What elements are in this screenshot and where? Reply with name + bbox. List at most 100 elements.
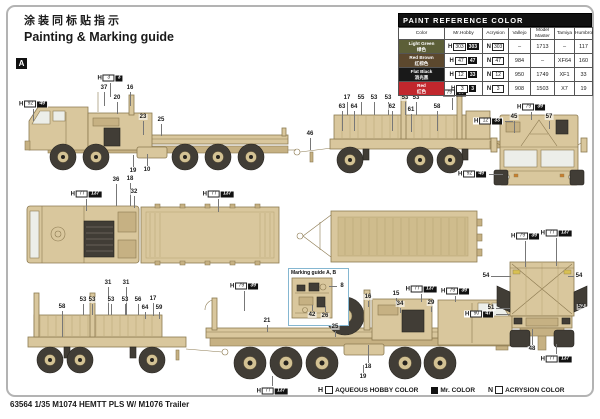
leader-line: [161, 124, 162, 136]
leader-line: [244, 291, 245, 311]
leader-line: [392, 111, 393, 131]
part-number-callout: 17: [342, 95, 352, 101]
page-title: Painting & Marking guide: [24, 30, 175, 44]
part-number-callout: 25: [330, 324, 340, 330]
legend-h-prefix: H: [318, 386, 324, 394]
leader-line: [400, 308, 401, 313]
part-number-callout: 53: [78, 297, 88, 303]
cab-front-view: [490, 114, 588, 186]
acrysion-box-icon: [495, 386, 504, 394]
leader-line: [525, 241, 526, 267]
leader-line: [556, 344, 557, 354]
leader-line: [342, 111, 343, 131]
part-number-callout: 17: [148, 296, 158, 302]
leader-line: [437, 111, 438, 131]
part-number-callout: 53: [120, 297, 130, 303]
leader-line: [405, 102, 406, 115]
part-number-callout: 63: [337, 104, 347, 110]
leader-line: [496, 314, 510, 315]
part-number-callout: 31: [121, 280, 131, 286]
part-number-callout: 34: [395, 301, 405, 307]
leader-line: [110, 83, 111, 97]
leader-line: [116, 184, 117, 206]
part-number-callout: 20: [112, 95, 122, 101]
leader-line: [147, 154, 148, 166]
title-block: 涂装同标贴指示 Painting & Marking guide: [24, 12, 174, 44]
part-number-callout: 46: [305, 131, 315, 137]
table-cell: 117: [574, 39, 593, 54]
leader-line: [491, 276, 511, 277]
leader-line: [134, 196, 135, 208]
part-number-callout: 23: [138, 114, 148, 120]
table-cell: XF64: [554, 53, 575, 68]
leader-line: [363, 365, 364, 373]
part-number-callout: 53: [400, 95, 410, 101]
table-cell: 950: [508, 67, 531, 82]
part-number-callout: 51: [486, 305, 496, 311]
leader-line: [374, 102, 375, 115]
column-header: Mr.Hobby: [444, 27, 483, 40]
leader-line: [117, 102, 118, 114]
part-number-callout: 37: [99, 85, 109, 91]
leader-line: [86, 199, 87, 211]
part-number-callout: 53: [383, 95, 393, 101]
part-number-callout: 58: [57, 304, 67, 310]
leader-line: [159, 312, 160, 319]
leader-line: [143, 121, 144, 135]
part-number-callout: 18: [363, 364, 373, 370]
table-cell: 160: [574, 53, 593, 68]
legend-aqueous: H AQUEOUS HOBBY COLOR: [318, 386, 418, 394]
part-number-callout: 25: [156, 117, 166, 123]
part-number-callout: 56: [133, 297, 143, 303]
legend-mr-color: Mr. COLOR: [431, 386, 475, 394]
column-header: Color: [398, 27, 445, 40]
marking-guide-inset: Marking guide A, B: [288, 268, 349, 326]
column-header: Model Master: [530, 27, 555, 40]
paint-table-title: PAINT REFERENCE COLOR: [398, 13, 592, 27]
part-number-callout: 10: [142, 167, 152, 173]
part-number-callout: 8: [339, 283, 345, 289]
trailer-side-view-bottom: [27, 292, 229, 374]
table-cell: X7: [554, 81, 575, 96]
part-number-callout: 54: [481, 273, 491, 279]
table-cell: –: [508, 39, 531, 54]
leader-line: [556, 238, 557, 266]
truck-top-view: [26, 205, 140, 264]
leader-line: [83, 304, 84, 315]
leader-line: [133, 155, 134, 167]
leader-line: [267, 325, 268, 332]
part-number-callout: 16: [125, 85, 135, 91]
table-cell: 1713: [530, 39, 555, 54]
leader-line: [272, 376, 273, 386]
leader-line: [421, 294, 422, 302]
table-cell: 984: [508, 53, 531, 68]
leader-line: [310, 138, 311, 150]
trailer-side-view-top: [293, 92, 505, 174]
part-number-callout: 18: [125, 176, 135, 182]
leader-line: [218, 199, 219, 212]
leader-line: [505, 121, 513, 122]
part-number-callout: 21: [262, 318, 272, 324]
table-cell: 33: [574, 67, 593, 82]
part-number-callout: 54: [574, 273, 584, 279]
column-header: Tamiya: [554, 27, 575, 40]
